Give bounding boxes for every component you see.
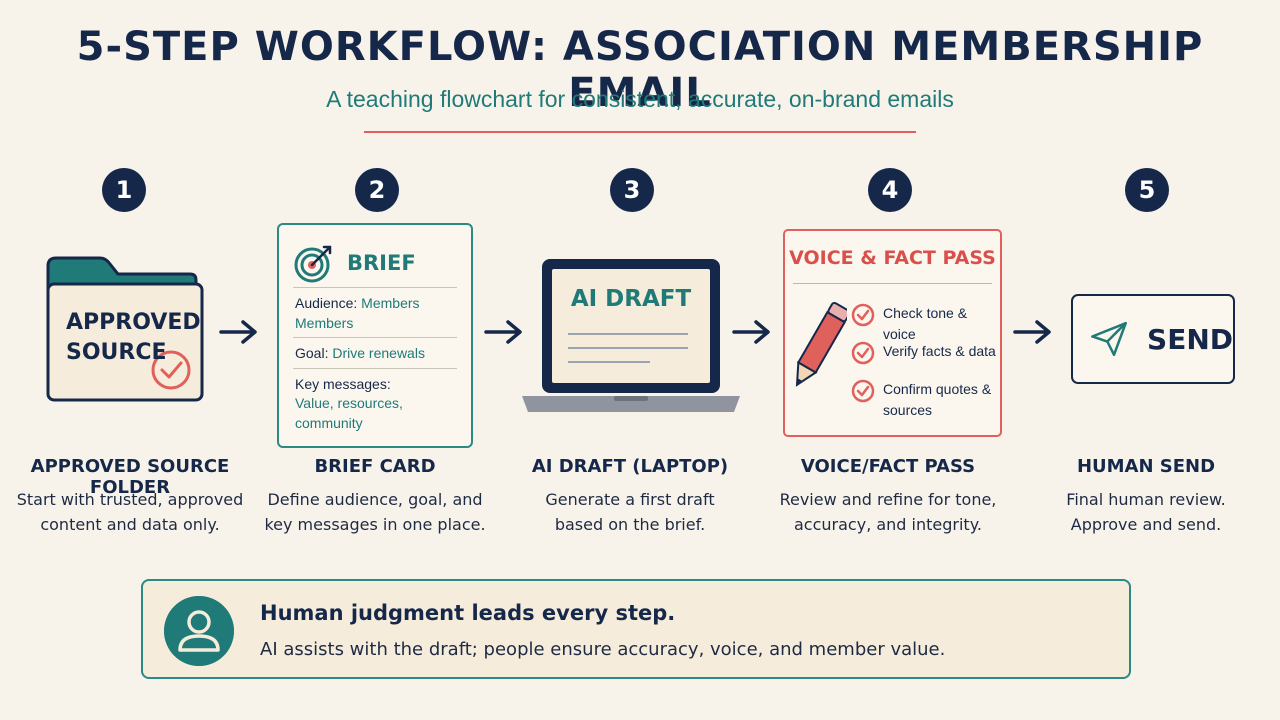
voice-fact-card: VOICE & FACT PASS Check tone & voice Ver…	[783, 229, 1002, 437]
checkmark-circle-icon	[851, 341, 875, 365]
check-item-facts: Verify facts & data	[851, 341, 1003, 365]
step-desc-3: Generate a first draft based on the brie…	[500, 488, 760, 538]
pencil-icon	[795, 301, 847, 387]
brief-audience-value-2: Members	[295, 314, 354, 331]
brief-card: BRIEF Audience: Members Members Goal: Dr…	[277, 223, 473, 448]
step-title-2: BRIEF CARD	[314, 456, 436, 477]
page-subtitle: A teaching flowchart for consistent, acc…	[326, 86, 954, 112]
paper-plane-icon	[1091, 321, 1127, 357]
folder-label-line1: APPROVED	[66, 310, 201, 335]
brief-goal-row: Goal: Drive renewals	[293, 337, 457, 368]
step-number-2: 2	[355, 168, 399, 212]
arrow-right-icon	[1013, 320, 1051, 344]
step-number-5: 5	[1125, 168, 1169, 212]
brief-messages-value-2: community	[295, 414, 363, 431]
human-judgment-banner: Human judgment leads every step. AI assi…	[141, 579, 1131, 679]
laptop-icon	[522, 259, 740, 412]
step-title-1: APPROVED SOURCE FOLDER	[30, 456, 230, 498]
send-label: SEND	[1147, 322, 1233, 356]
voice-heading: VOICE & FACT PASS	[789, 247, 996, 269]
folder-label-line2: SOURCE	[66, 339, 167, 365]
step-desc-line: accuracy, and integrity.	[794, 514, 982, 534]
check-item-quotes: Confirm quotes & sources	[851, 379, 1003, 421]
step-desc-1: Start with trusted, approved content and…	[0, 488, 260, 538]
laptop-screen-label: AI DRAFT	[570, 286, 692, 312]
voice-divider	[793, 283, 992, 284]
check-item-label: Verify facts & data	[883, 343, 996, 359]
folder-label: APPROVED SOURCE	[66, 308, 201, 367]
check-item-label: Check tone & voice	[883, 305, 968, 342]
banner-heading: Human judgment leads every step.	[260, 601, 676, 625]
checkmark-circle-icon	[851, 379, 875, 403]
brief-messages-value: Value, resources,	[295, 395, 403, 412]
brief-messages-row: Key messages: Value, resources, communit…	[293, 367, 457, 438]
folder-icon	[46, 256, 204, 402]
banner-text: AI assists with the draft; people ensure…	[260, 639, 946, 660]
step-title-5: HUMAN SEND	[1076, 456, 1216, 477]
brief-header: BRIEF	[293, 239, 457, 287]
arrow-right-icon	[732, 320, 770, 344]
step-desc-line: based on the brief.	[554, 514, 706, 534]
brief-audience-key: Audience:	[295, 295, 358, 311]
step-desc-line: key messages in one place.	[264, 514, 486, 534]
step-desc-line: Generate a first draft	[545, 490, 715, 509]
step-desc-2: Define audience, goal, and key messages …	[245, 488, 505, 538]
step-number-4: 4	[868, 168, 912, 212]
step-title-3: AI DRAFT (LAPTOP)	[531, 456, 729, 477]
brief-audience-value: Members	[361, 295, 420, 311]
step-number-1: 1	[102, 168, 146, 212]
arrow-right-icon	[219, 320, 257, 344]
step-number-3: 3	[610, 168, 654, 212]
step-desc-line: Start with trusted, approved	[16, 490, 244, 509]
arrow-right-icon	[484, 320, 522, 344]
brief-heading: BRIEF	[347, 251, 416, 275]
check-item-tone: Check tone & voice	[851, 303, 1003, 345]
page-title: 5-STEP WORKFLOW: ASSOCIATION MEMBERSHIP …	[76, 24, 1204, 116]
step-desc-5: Final human review. Approve and send.	[1016, 488, 1276, 538]
brief-messages-key: Key messages:	[295, 375, 391, 392]
step-desc-line: content and data only.	[40, 514, 220, 534]
step-desc-line: Approve and send.	[1070, 514, 1222, 534]
brief-goal-key: Goal:	[295, 345, 329, 362]
check-item-label: Confirm quotes & sources	[883, 381, 992, 418]
brief-goal-value: Drive renewals	[332, 345, 425, 362]
step-desc-line: Define audience, goal, and	[267, 490, 483, 509]
step-desc-line: Final human review.	[1066, 490, 1226, 509]
step-desc-4: Review and refine for tone, accuracy, an…	[758, 488, 1018, 538]
step-desc-line: Review and refine for tone,	[779, 490, 997, 509]
title-divider	[364, 131, 916, 133]
person-icon	[164, 596, 234, 666]
target-icon	[294, 245, 332, 283]
brief-audience-row: Audience: Members Members	[293, 287, 457, 337]
step-title-4: VOICE/FACT PASS	[800, 456, 976, 477]
checkmark-circle-icon	[851, 303, 875, 327]
send-button[interactable]: SEND	[1071, 294, 1235, 384]
